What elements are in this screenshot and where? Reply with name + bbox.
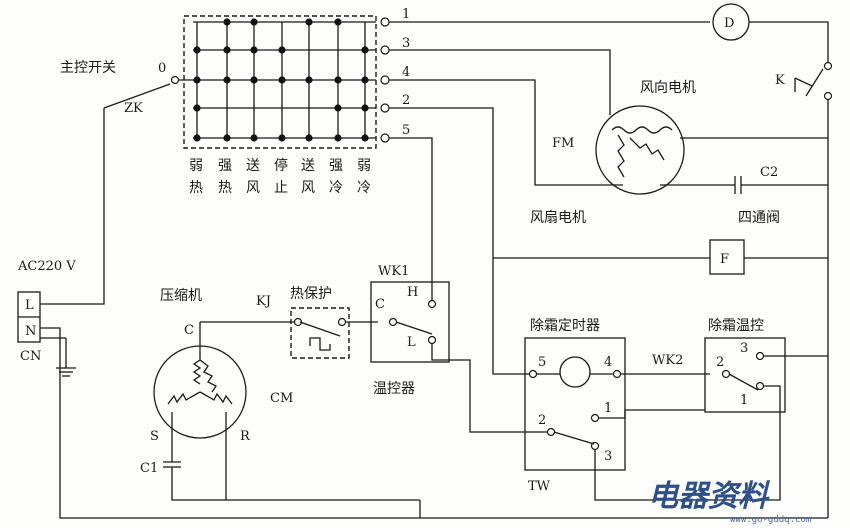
terminal-n: N bbox=[25, 324, 36, 339]
four-way-valve: F bbox=[493, 239, 828, 275]
watermark-logo: 电器资料 www.go-gddq.com bbox=[648, 479, 811, 525]
fm-label: 风向电机 bbox=[640, 80, 696, 96]
watermark-title: 电器资料 bbox=[648, 479, 771, 514]
output-terminal-2 bbox=[380, 103, 390, 113]
terminal-block-id: CN bbox=[20, 349, 41, 364]
contact-dots bbox=[193, 18, 369, 142]
valve-label: 四通阀 bbox=[738, 210, 780, 226]
motor-d: D bbox=[712, 3, 750, 41]
mode-bottom-4: 风 bbox=[301, 180, 315, 196]
defrost-p2: 2 bbox=[716, 355, 724, 370]
power-input: AC220 V L N CN bbox=[17, 108, 828, 519]
valve-id: F bbox=[720, 252, 729, 267]
overload-protector: 热保护 KJ bbox=[256, 286, 378, 359]
output-label-2: 2 bbox=[402, 93, 410, 108]
capacitor-c1-label: C1 bbox=[140, 461, 158, 476]
fan-capacitor-label: C2 bbox=[760, 165, 778, 180]
mode-bottom-0: 热 bbox=[189, 180, 203, 196]
overload-id: KJ bbox=[256, 294, 271, 309]
mode-bottom-1: 热 bbox=[218, 180, 232, 196]
valve-coil-icon bbox=[709, 239, 745, 275]
output-label-3: 3 bbox=[402, 36, 410, 51]
timer-p2: 2 bbox=[538, 413, 546, 428]
fm-motor-icon bbox=[595, 105, 685, 195]
ground-icon bbox=[40, 337, 76, 377]
mode-top-0: 弱 bbox=[189, 158, 203, 174]
defrost-thermostat: 除霜温控 2 3 1 bbox=[704, 318, 828, 413]
defrost-p3: 3 bbox=[740, 341, 748, 356]
main-switch-id: ZK bbox=[124, 101, 143, 116]
compressor-s: S bbox=[150, 429, 159, 444]
switch-k-id: K bbox=[775, 73, 785, 88]
output-label-4: 4 bbox=[402, 65, 410, 80]
wk2-id: WK2 bbox=[652, 353, 683, 368]
overload-label: 热保护 bbox=[290, 286, 332, 302]
timer-p4: 4 bbox=[604, 355, 612, 370]
mode-top-3: 停 bbox=[274, 157, 288, 174]
defrost-label: 除霜温控 bbox=[708, 318, 764, 334]
timer-p1: 1 bbox=[604, 401, 612, 416]
thermostat-h: H bbox=[407, 285, 418, 300]
compressor-label: 压缩机 bbox=[160, 288, 202, 304]
thermostat-c: C bbox=[375, 297, 385, 312]
thermostat-label: 温控器 bbox=[373, 381, 415, 397]
mode-top-4: 送 bbox=[301, 158, 315, 174]
compressor: 压缩机 C CM S R C1 bbox=[140, 288, 421, 518]
thermostat-l: L bbox=[407, 335, 416, 350]
timer-p3: 3 bbox=[604, 449, 612, 464]
watermark-url: www.go-gddq.com bbox=[730, 515, 811, 525]
timer-id: TW bbox=[528, 479, 551, 494]
thermostat-id: WK1 bbox=[378, 264, 409, 279]
switch-k: K bbox=[775, 61, 833, 101]
mode-bottom-6: 冷 bbox=[357, 180, 371, 196]
output-label-1: 1 bbox=[402, 7, 410, 22]
timer-motor-icon bbox=[559, 356, 591, 388]
fm-id: FM bbox=[552, 136, 574, 151]
fan-motor-label: 风扇电机 bbox=[530, 210, 586, 226]
mode-top-2: 送 bbox=[246, 158, 260, 174]
defrost-timer: 除霜定时器 5 4 2 1 3 TW bbox=[492, 318, 781, 501]
timer-p5: 5 bbox=[538, 355, 546, 370]
mode-top-6: 弱 bbox=[357, 158, 371, 174]
output-terminal-1 bbox=[380, 17, 390, 27]
motor-d-id: D bbox=[724, 16, 734, 31]
mode-bottom-3: 止 bbox=[274, 180, 288, 196]
selector-switch-matrix: 1 3 4 2 5 弱 热 强 热 送 风 停 止 送 风 强 冷 弱 冷 bbox=[183, 7, 410, 196]
main-switch-pos0: 0 bbox=[158, 61, 166, 76]
timer-label: 除霜定时器 bbox=[530, 318, 600, 334]
main-switch-label: 主控开关 bbox=[60, 60, 116, 76]
output-terminal-3 bbox=[380, 45, 390, 55]
fan-capacitor: C2 bbox=[660, 165, 828, 194]
compressor-r: R bbox=[240, 429, 251, 444]
output-terminal-4 bbox=[380, 75, 390, 85]
output-label-5: 5 bbox=[402, 123, 410, 138]
mode-top-5: 强 bbox=[329, 158, 343, 174]
main-switch: 主控开关 0 ZK bbox=[60, 60, 197, 116]
defrost-p1: 1 bbox=[740, 393, 748, 408]
compressor-c: C bbox=[184, 323, 194, 338]
output-terminal-5 bbox=[380, 133, 390, 143]
mode-bottom-2: 风 bbox=[246, 180, 260, 196]
compressor-id: CM bbox=[270, 391, 293, 406]
thermostat: WK1 C H L 温控器 bbox=[370, 137, 548, 433]
mode-top-1: 强 bbox=[218, 158, 232, 174]
mode-labels: 弱 热 强 热 送 风 停 止 送 风 强 冷 弱 冷 bbox=[189, 157, 371, 196]
fan-motor-fm: 风向电机 FM bbox=[552, 80, 828, 195]
mode-bottom-5: 冷 bbox=[329, 180, 343, 196]
capacitor-c1-icon bbox=[163, 456, 226, 501]
terminal-l: L bbox=[25, 298, 34, 313]
power-label: AC220 V bbox=[17, 259, 76, 274]
